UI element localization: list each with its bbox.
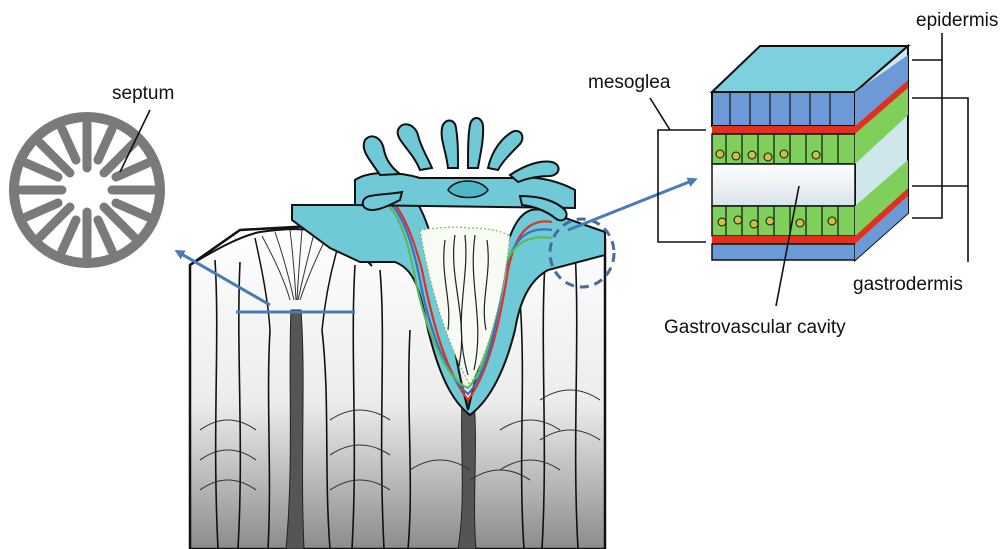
epidermis-bracket xyxy=(912,33,942,218)
gastrodermis-label: gastrodermis xyxy=(853,274,963,295)
mesoglea-label: mesoglea xyxy=(588,72,671,93)
gastrovascular-cavity-label: Gastrovascular cavity xyxy=(664,317,846,338)
epidermis-label: epidermis xyxy=(916,10,998,31)
tissue-layer-block-illustration xyxy=(712,46,908,260)
gastrodermis-bracket xyxy=(912,98,968,262)
septum-label: septum xyxy=(112,83,174,104)
septum-cross-section-icon xyxy=(14,117,160,263)
mesoglea-bracket xyxy=(650,98,706,242)
arrow-to-tissue-block xyxy=(568,180,694,230)
